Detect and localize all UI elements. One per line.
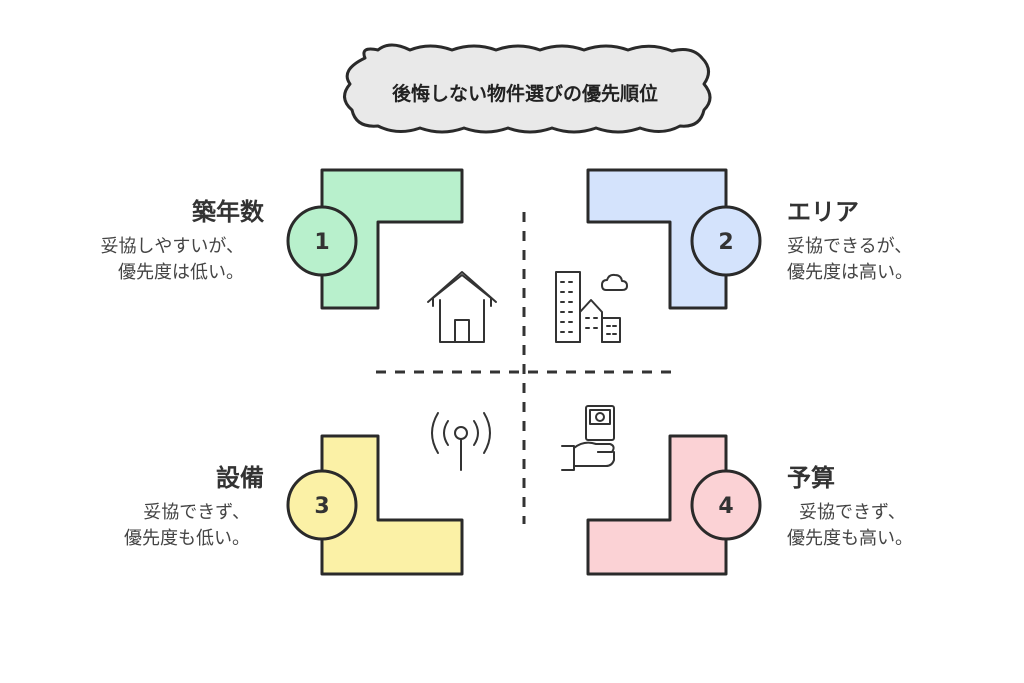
svg-text:2: 2	[718, 230, 733, 255]
quadrant-3-shape	[320, 434, 464, 576]
quadrant-2-heading: エリア	[787, 198, 859, 226]
city-buildings-icon	[555, 271, 628, 343]
quadrant-3-description-line2: 優先度も低い。	[124, 528, 250, 549]
quadrant-4-shape	[586, 434, 728, 576]
quadrant-3-description-line1: 妥協できず、	[143, 502, 250, 523]
quadrant-2-description: 妥協できるが、 優先度は高い。	[787, 234, 913, 286]
quadrant-4-description-line2: 優先度も高い。	[787, 528, 913, 549]
quadrant-1-description: 妥協しやすいが、 優先度は低い。	[101, 234, 244, 286]
quadrant-1-heading: 築年数	[192, 198, 264, 226]
quadrant-1-shape	[320, 168, 464, 310]
antenna-signal-icon	[431, 412, 491, 471]
diagram-title: 後悔しない物件選びの優先順位	[391, 83, 658, 105]
quadrant-4-heading: 予算	[787, 464, 835, 492]
number-badge-4: 4	[690, 469, 762, 541]
quadrant-4-description-line1: 妥協できず、	[799, 502, 906, 523]
quadrant-2-description-line1: 妥協できるが、	[787, 236, 913, 257]
quadrant-1-description-line1: 妥協しやすいが、	[100, 236, 244, 257]
number-badge-1: 1	[286, 205, 358, 277]
quadrant-3-description: 妥協できず、 優先度も低い。	[124, 500, 250, 552]
quadrant-1-description-line2: 優先度は低い。	[118, 262, 244, 283]
number-badge-3: 3	[286, 469, 358, 541]
quadrant-3-heading: 設備	[216, 464, 264, 492]
svg-text:4: 4	[718, 494, 733, 519]
quadrant-2-shape	[586, 168, 728, 310]
svg-text:3: 3	[314, 494, 329, 519]
svg-text:1: 1	[314, 230, 329, 255]
number-badge-2: 2	[690, 205, 762, 277]
house-icon	[427, 271, 497, 343]
title-cloud	[343, 43, 712, 134]
hand-money-icon	[561, 405, 615, 471]
quadrant-2-description-line2: 優先度は高い。	[787, 262, 913, 283]
quadrant-4-description: 妥協できず、 優先度も高い。	[787, 500, 913, 552]
